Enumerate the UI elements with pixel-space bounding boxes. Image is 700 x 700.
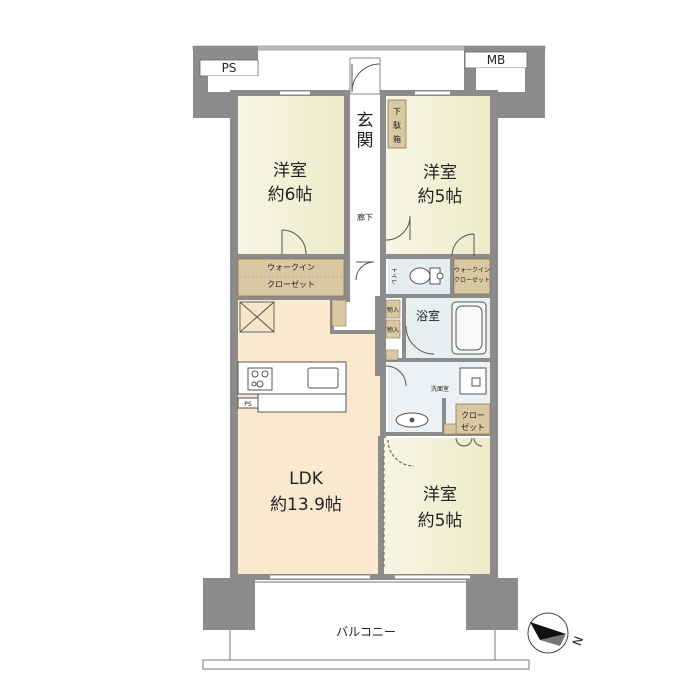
wic-left-label-2: クローゼット xyxy=(267,279,315,289)
bedroom-1-floor xyxy=(238,96,344,254)
washer-pan xyxy=(459,367,487,395)
storage-d xyxy=(385,349,399,361)
bathtub xyxy=(451,301,487,355)
entrance-label-1: 玄 xyxy=(357,111,374,131)
north-label: N xyxy=(570,634,586,647)
bedroom-2-name: 洋室 xyxy=(423,163,457,183)
closet-small xyxy=(443,423,457,435)
bedroom-1-size: 約6帖 xyxy=(268,185,313,205)
entrance-label-2: 関 xyxy=(357,131,374,151)
ps-small-label: PS xyxy=(244,401,252,408)
mb-label: MB xyxy=(487,53,506,67)
bedroom-3-name: 洋室 xyxy=(423,485,457,505)
storage-a xyxy=(385,299,401,319)
toilet-bowl xyxy=(409,267,431,285)
ldk-size: 約13.9帖 xyxy=(270,495,342,515)
bedroom-2-size: 約5帖 xyxy=(418,187,463,207)
kitchen-sink xyxy=(307,367,339,389)
toilet-label: トイレ xyxy=(390,267,397,285)
ps-top-label: PS xyxy=(222,61,237,75)
washroom-label: 洗面室 xyxy=(431,385,449,393)
bedroom-3-floor xyxy=(384,438,490,574)
storage-a-label: 物入 xyxy=(387,306,399,314)
closet-bottom xyxy=(455,403,491,435)
storage-b xyxy=(385,319,401,339)
internal-walls xyxy=(238,96,490,576)
bedroom-1-name: 洋室 xyxy=(273,161,307,181)
wic-right-label-1: ウォークイン xyxy=(454,266,490,274)
fixtures xyxy=(237,91,487,579)
shoe-box xyxy=(387,99,407,149)
wic-left xyxy=(237,258,345,297)
closet-label-2: ゼット xyxy=(461,422,485,432)
labels: PS MB 洋室 約6帖 洋室 約5帖 玄 関 下 駄 箱 廊下 ウォークイン … xyxy=(222,53,506,639)
storage-c xyxy=(331,299,347,327)
compass-icon: N xyxy=(527,612,586,654)
wic-right xyxy=(453,258,491,295)
outer-walls xyxy=(192,45,546,670)
storage-b-label: 物入 xyxy=(387,326,399,334)
shoe-box-label-2: 駄 xyxy=(393,120,401,130)
ldk-name: LDK xyxy=(289,469,324,489)
ldk-floor xyxy=(238,298,380,574)
wic-right-label-2: クローゼット xyxy=(454,276,490,284)
bedroom-3-size: 約5帖 xyxy=(418,511,463,531)
wic-left-label-1: ウォークイン xyxy=(267,263,315,272)
bath-label: 浴室 xyxy=(416,308,440,323)
closet-label-1: クロー xyxy=(461,411,485,420)
storage-units xyxy=(237,99,491,435)
balcony-label: バルコニー xyxy=(336,625,396,639)
shoe-box-label-3: 箱 xyxy=(393,134,401,144)
doors xyxy=(281,57,483,467)
hallway-label: 廊下 xyxy=(357,212,373,222)
shoe-box-label-1: 下 xyxy=(393,107,401,116)
